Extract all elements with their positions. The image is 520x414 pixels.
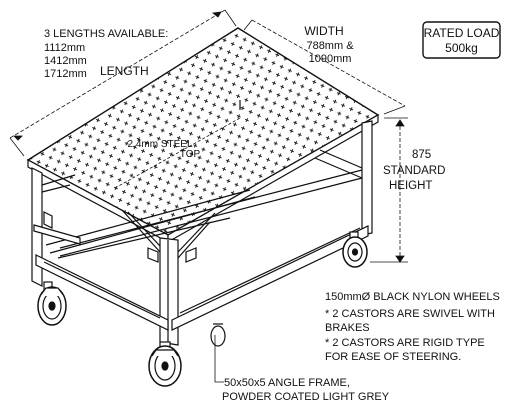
wheels-line-3: BRAKES bbox=[325, 322, 370, 334]
trolley-drawing bbox=[26, 27, 380, 387]
steel-top-line-1: 2.4mm STEEL bbox=[127, 139, 192, 150]
leg-rear-right bbox=[361, 120, 373, 236]
castor-wheel-front-right bbox=[148, 345, 182, 387]
dimension-lines bbox=[9, 9, 408, 383]
width-value-1: 788mm & bbox=[306, 40, 354, 52]
height-value: 875 bbox=[412, 149, 431, 161]
width-label: WIDTH bbox=[304, 24, 343, 38]
height-line-2: HEIGHT bbox=[389, 180, 432, 192]
wheels-line-5: FOR EASE OF STEERING. bbox=[325, 351, 461, 363]
height-dimension-line bbox=[370, 117, 408, 263]
height-line-1: STANDARD bbox=[383, 165, 445, 177]
length-value-1: 1112mm bbox=[44, 42, 85, 54]
rated-load-title: RATED LOAD bbox=[424, 26, 500, 40]
wheels-line-1: 150mmØ BLACK NYLON WHEELS bbox=[325, 291, 500, 303]
height-callout: 875 STANDARD HEIGHT bbox=[383, 149, 445, 192]
steel-top-line-2: TOP bbox=[180, 149, 201, 160]
length-value-2: 1412mm bbox=[44, 55, 87, 67]
castor-wheel-front-left bbox=[37, 286, 67, 326]
castor-wheel-rear-left bbox=[210, 323, 226, 347]
frame-line-2: POWDER COATED LIGHT GREY bbox=[222, 391, 390, 403]
frame-leader bbox=[214, 335, 224, 383]
frame-line-1: 50x50x5 ANGLE FRAME, bbox=[224, 377, 350, 389]
lower-rail-side bbox=[171, 225, 369, 331]
length-label: LENGTH bbox=[100, 64, 149, 78]
width-value-2: 1090mm bbox=[309, 53, 352, 65]
frame-callout: 50x50x5 ANGLE FRAME, POWDER COATED LIGHT… bbox=[222, 377, 390, 403]
length-callout: 3 LENGTHS AVAILABLE: 1112mm 1412mm 1712m… bbox=[44, 28, 168, 80]
width-dimension-line bbox=[243, 19, 406, 115]
length-dimension-line bbox=[9, 9, 237, 157]
lengths-heading: 3 LENGTHS AVAILABLE: bbox=[44, 28, 168, 40]
wheels-callout: 150mmØ BLACK NYLON WHEELS * 2 CASTORS AR… bbox=[325, 291, 500, 363]
castor-wheel-rear-right bbox=[342, 236, 368, 268]
width-callout: WIDTH 788mm & 1090mm bbox=[304, 24, 354, 65]
length-value-3: 1712mm bbox=[44, 68, 87, 80]
wheels-line-4: * 2 CASTORS ARE RIGID TYPE bbox=[325, 337, 485, 349]
steel-top-callout: 2.4mm STEEL TOP bbox=[127, 139, 200, 160]
rated-load-box: RATED LOAD 500kg bbox=[422, 21, 501, 59]
wheels-line-2: * 2 CASTORS ARE SWIVEL WITH bbox=[325, 308, 495, 320]
rated-load-value: 500kg bbox=[445, 41, 478, 55]
